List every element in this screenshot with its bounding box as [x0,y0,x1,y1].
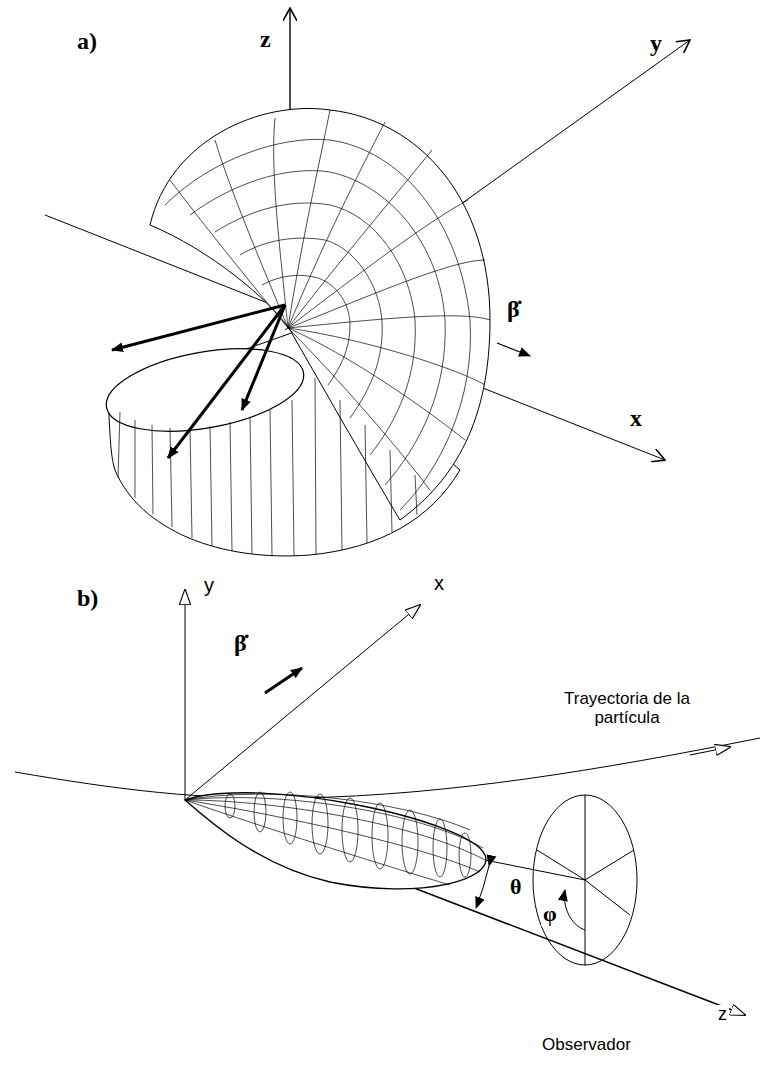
panel-letter: a) [75,28,99,54]
axis-label: x [432,572,446,594]
synchrotron-lobe [185,792,486,889]
radius-arrows [112,305,285,458]
acceleration-label: β̇ [505,296,522,322]
axis-label: x [628,405,644,431]
angle-label: φ [541,902,559,926]
panel-b-axes [15,590,760,1015]
angle-label: θ [508,875,523,899]
axis-label: y [648,30,664,56]
panel-letter: b) [75,585,100,611]
axis-label: z [716,1005,729,1025]
observer-geometry [476,795,637,965]
axis-label: y [202,574,216,596]
dipole-lobe [100,108,490,555]
acceleration-label: β̇ [232,630,249,656]
observer-label: Observador [540,1036,633,1055]
trajectory-label: Trayectoria de la partícula [530,690,724,727]
axis-label: z [258,26,273,52]
